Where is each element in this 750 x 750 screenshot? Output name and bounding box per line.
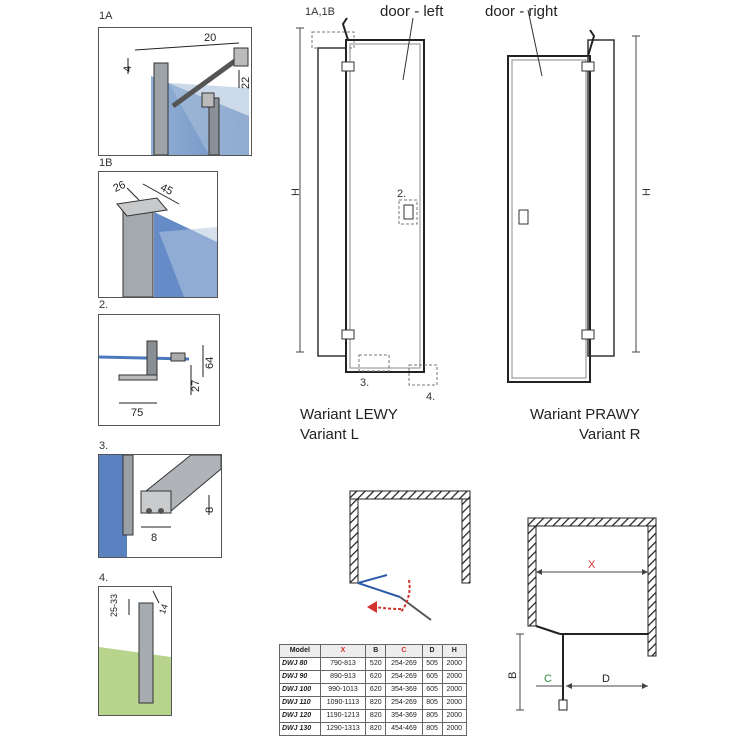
dim-3-8-vertical: 8 <box>204 507 216 513</box>
detail-3-panel: 8 8 <box>98 454 222 558</box>
cell-model: DWJ 120 <box>279 709 321 723</box>
cell-h: 2000 <box>441 657 467 671</box>
cell-h: 2000 <box>441 722 467 736</box>
detail-1a-panel: 20 4 22 <box>98 27 252 156</box>
dim-4-14: 14 <box>157 603 170 616</box>
cell-x: 1190-1213 <box>319 709 367 723</box>
cell-model: DWJ 80 <box>279 657 321 671</box>
detail-2-panel: 64 27 75 <box>98 314 220 426</box>
dim-2-27: 27 <box>190 380 202 392</box>
detail-2-caption: 2. <box>99 299 109 311</box>
plan-b-label: B <box>507 672 519 679</box>
right-door-drawing <box>507 9 640 383</box>
table-row: DWJ 110 1090-1113 820 254-269 805 2000 <box>279 696 467 710</box>
spec-table-wrap: Model X B C D H DWJ 80 790-813 520 254-2… <box>279 644 467 736</box>
right-height-label: H <box>641 188 653 196</box>
cell-x: 1290-1313 <box>319 722 367 736</box>
cell-d: 605 <box>421 670 443 684</box>
swing-plan <box>349 490 471 621</box>
right-variant-pl: Wariant PRAWY <box>530 406 640 423</box>
spec-header-x: X <box>319 644 367 658</box>
cell-c: 454-469 <box>385 722 423 736</box>
cell-h: 2000 <box>441 696 467 710</box>
dim-2-75: 75 <box>131 407 143 419</box>
cell-b: 520 <box>365 657 387 671</box>
spec-header-d: D <box>421 644 443 658</box>
dim-2-64: 64 <box>204 357 216 369</box>
table-row: DWJ 130 1290-1313 820 454-469 805 2000 <box>279 722 467 736</box>
left-marker-2: 2. <box>397 188 406 200</box>
table-row: DWJ 120 1190-1213 820 354-369 805 2000 <box>279 709 467 723</box>
cell-d: 505 <box>421 657 443 671</box>
table-row: DWJ 100 990-1013 620 354-369 605 2000 <box>279 683 467 697</box>
left-variant-en: Variant L <box>300 426 359 443</box>
door-elevations: 1A,1B door - left H 2. 3. 4. door - righ… <box>290 3 653 400</box>
cell-h: 2000 <box>441 683 467 697</box>
cell-c: 254-269 <box>385 657 423 671</box>
spec-table-header-row: Model X B C D H <box>279 644 467 658</box>
table-row: DWJ 90 890-913 620 254-269 605 2000 <box>279 670 467 684</box>
dim-1b-26: 26 <box>111 179 127 195</box>
dim-1b-45: 45 <box>158 182 174 198</box>
spec-header-model: Model <box>279 644 321 658</box>
left-height-label: H <box>290 188 302 196</box>
cell-x: 990-1013 <box>319 683 367 697</box>
left-variant-pl: Wariant LEWY <box>300 406 398 423</box>
dim-4-25-33: 25-33 <box>109 594 119 617</box>
detail-1b-panel: 26 45 <box>98 171 218 298</box>
detail-3-caption: 3. <box>99 440 109 452</box>
dim-1a-20: 20 <box>204 32 216 44</box>
plan-x-label: X <box>588 559 596 571</box>
cell-d: 805 <box>421 722 443 736</box>
left-door-drawing <box>296 17 438 386</box>
detail-4-panel: 25-33 14 <box>98 586 172 716</box>
left-door-label: door - left <box>380 3 444 20</box>
spec-header-c: C <box>385 644 423 658</box>
left-marker-4: 4. <box>426 391 435 400</box>
detail-1b-drawing: 26 45 <box>111 179 217 297</box>
cell-model: DWJ 90 <box>279 670 321 684</box>
cell-b: 620 <box>365 670 387 684</box>
cell-d: 605 <box>421 683 443 697</box>
dimension-plan: X B C D <box>507 517 657 711</box>
cell-c: 254-269 <box>385 696 423 710</box>
dim-3-8-horizontal: 8 <box>151 532 157 544</box>
cell-model: DWJ 100 <box>279 683 321 697</box>
right-door-label: door - right <box>485 3 558 20</box>
detail-4-drawing: 25-33 14 <box>99 590 171 715</box>
spec-table: Model X B C D H DWJ 80 790-813 520 254-2… <box>279 644 467 736</box>
spec-header-b: B <box>365 644 387 658</box>
cell-b: 820 <box>365 722 387 736</box>
plan-d-label: D <box>602 673 610 685</box>
table-row: DWJ 80 790-813 520 254-269 505 2000 <box>279 657 467 671</box>
cell-c: 354-369 <box>385 709 423 723</box>
left-callout-1a-1b: 1A,1B <box>305 6 335 18</box>
cell-b: 820 <box>365 709 387 723</box>
dim-1a-4: 4 <box>122 66 134 72</box>
left-marker-3: 3. <box>360 377 369 389</box>
detail-2-drawing: 64 27 75 <box>99 340 216 419</box>
cell-c: 254-269 <box>385 670 423 684</box>
cell-x: 790-813 <box>319 657 367 671</box>
cell-b: 820 <box>365 696 387 710</box>
detail-1a-caption: 1A <box>99 10 113 22</box>
spec-header-h: H <box>441 644 467 658</box>
detail-3-drawing: 8 8 <box>99 455 221 557</box>
cell-d: 805 <box>421 709 443 723</box>
cell-c: 354-369 <box>385 683 423 697</box>
plan-c-label: C <box>544 673 552 685</box>
detail-1a-drawing: 20 4 22 <box>122 32 251 155</box>
cell-x: 1090-1113 <box>319 696 367 710</box>
cell-d: 805 <box>421 696 443 710</box>
cell-h: 2000 <box>441 670 467 684</box>
cell-model: DWJ 130 <box>279 722 321 736</box>
detail-4-caption: 4. <box>99 572 109 584</box>
cell-b: 620 <box>365 683 387 697</box>
cell-h: 2000 <box>441 709 467 723</box>
cell-model: DWJ 110 <box>279 696 321 710</box>
cell-x: 890-913 <box>319 670 367 684</box>
right-variant-en: Variant R <box>579 426 641 443</box>
detail-1b-caption: 1B <box>99 157 113 169</box>
dim-1a-22: 22 <box>240 77 251 89</box>
